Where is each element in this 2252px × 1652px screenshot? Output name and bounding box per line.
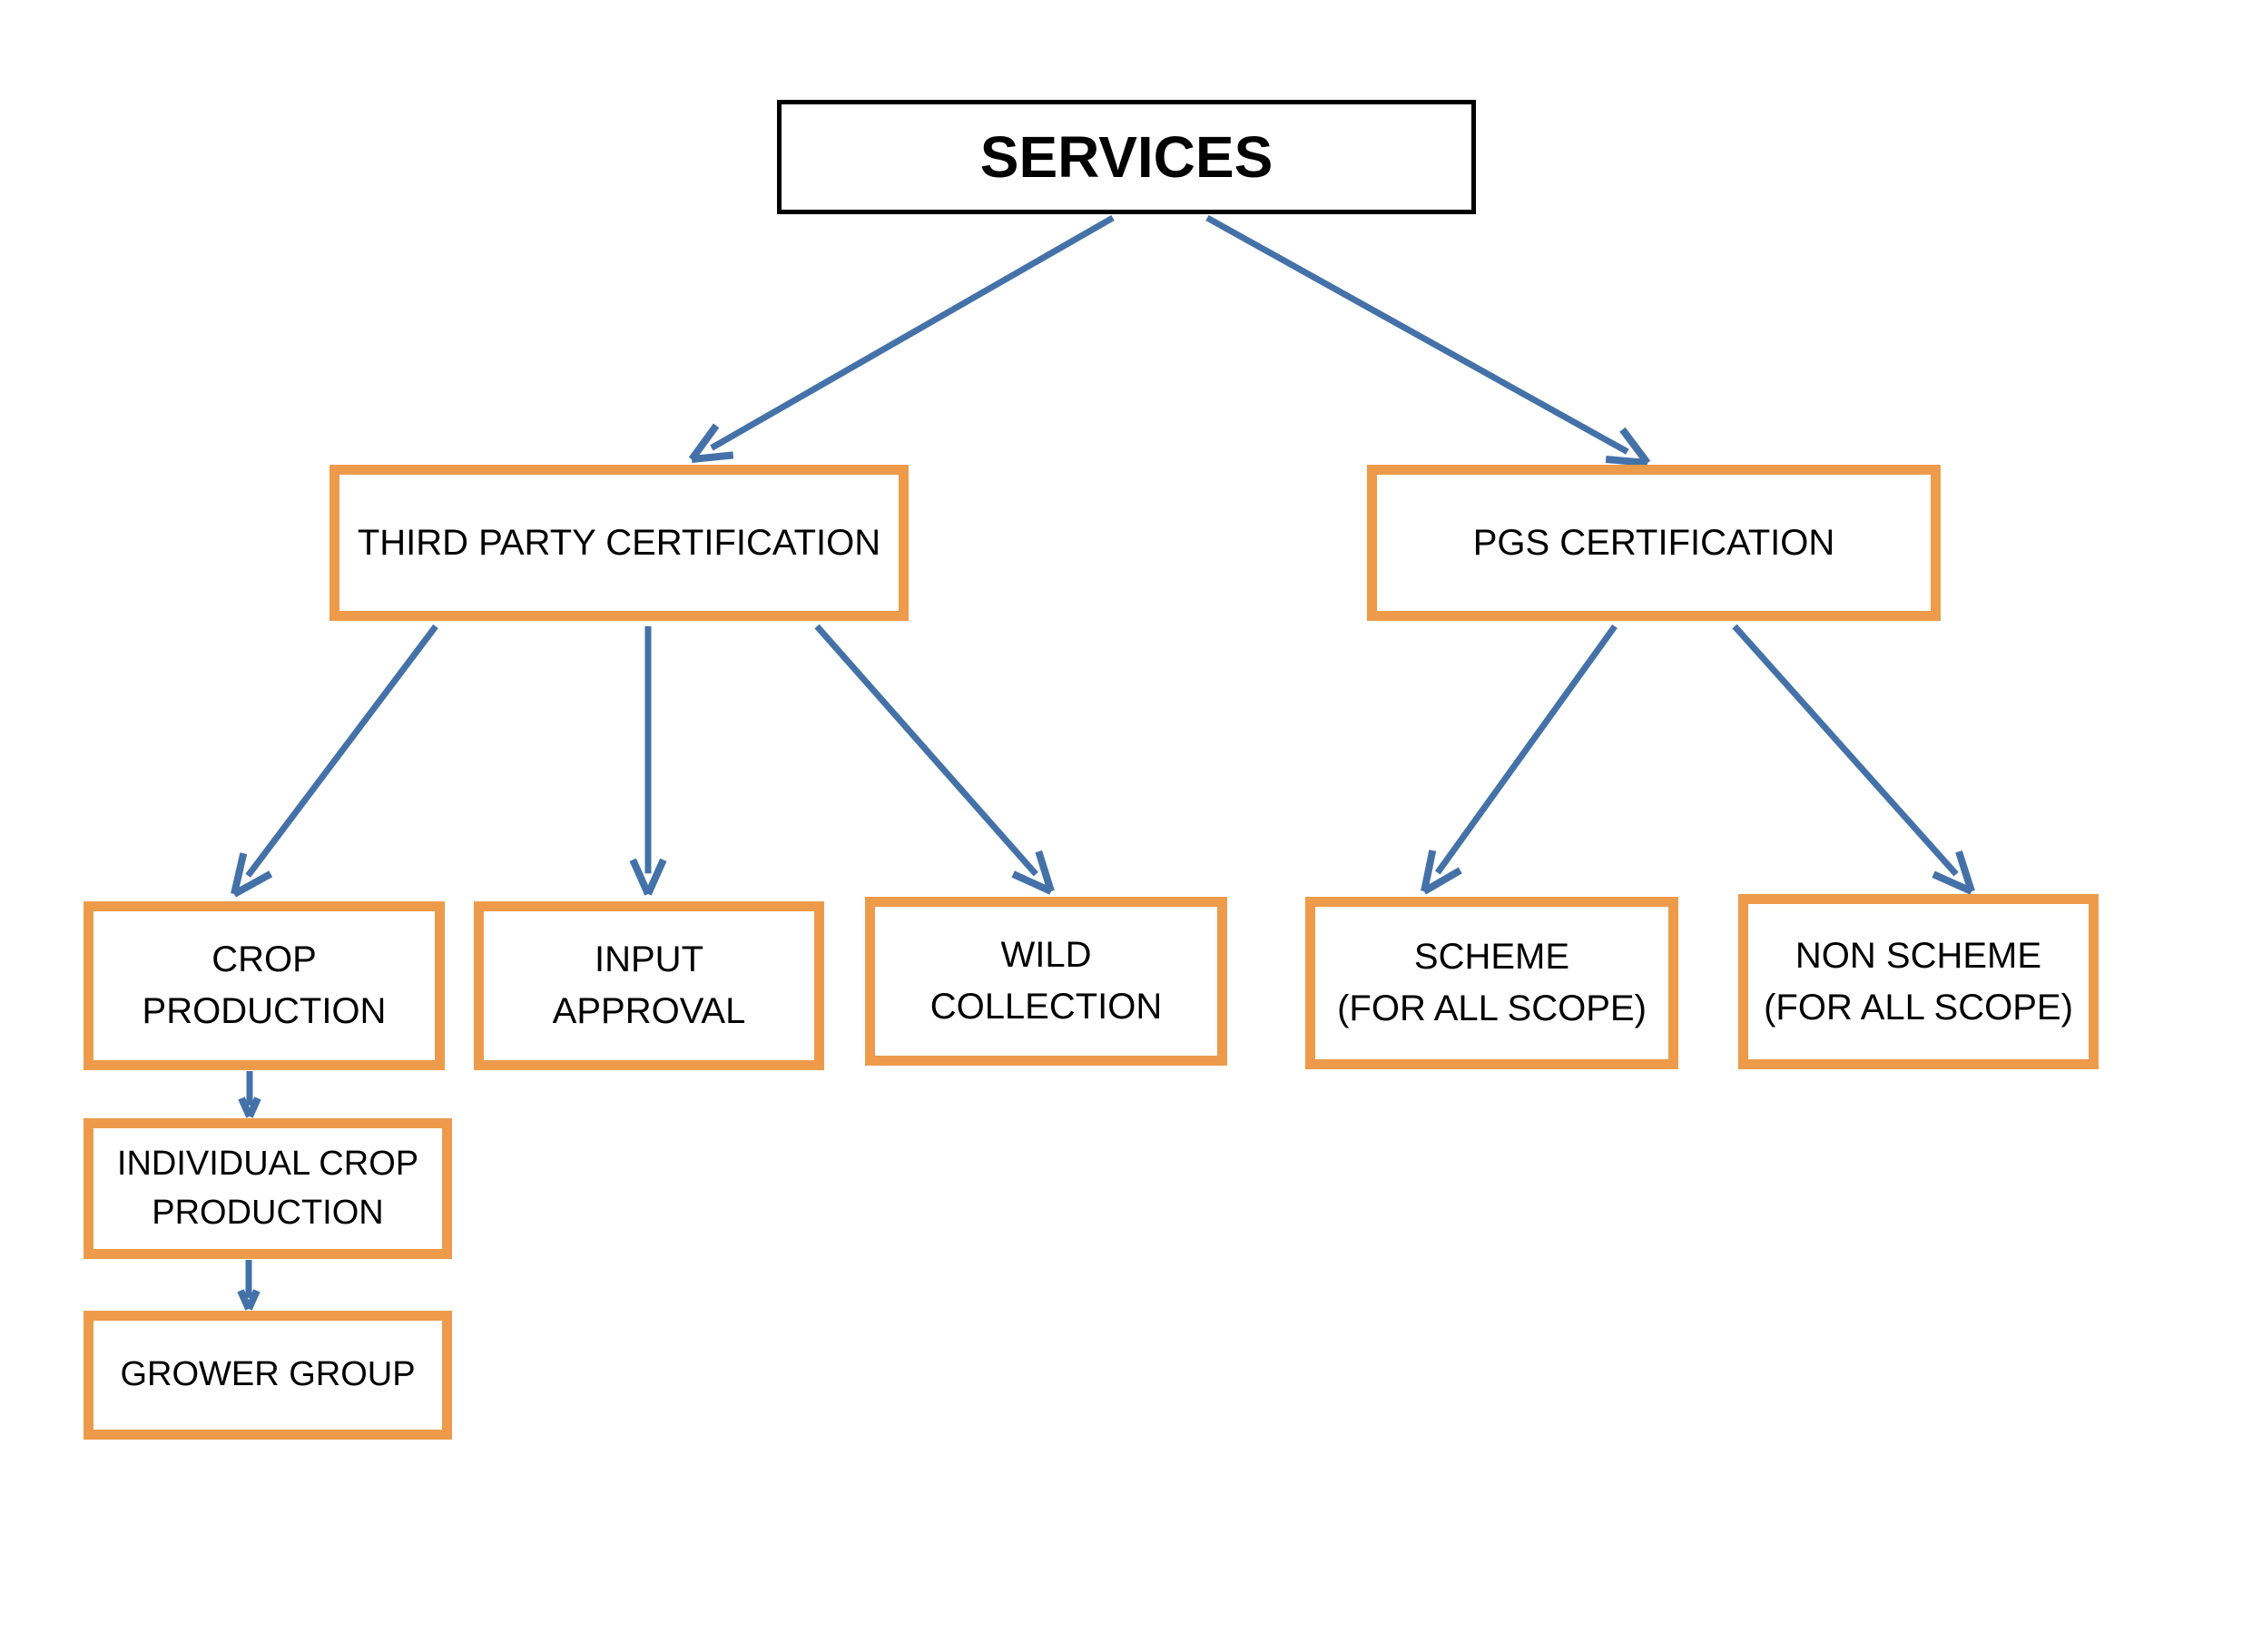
- node-scheme: SCHEME (FOR ALL SCOPE): [1305, 897, 1678, 1069]
- arrow-services-to-pgs: [1205, 214, 1651, 467]
- node-pgs-certification: PGS CERTIFICATION: [1367, 465, 1941, 621]
- node-label: INDIVIDUAL CROP: [116, 1144, 419, 1183]
- node-label: WILD: [1000, 935, 1092, 976]
- node-crop-production: CROP PRODUCTION: [84, 901, 445, 1070]
- node-label: APPROVAL: [552, 991, 746, 1031]
- node-label: PGS CERTIFICATION: [1472, 522, 1835, 563]
- arrow-crop-production-to-individual: [238, 1071, 261, 1118]
- node-label: SCHEME: [1413, 937, 1570, 978]
- node-label: PRODUCTION: [152, 1193, 384, 1232]
- arrow-third-party-to-input-approval: [629, 626, 667, 896]
- arrow-third-party-to-crop-production: [231, 624, 438, 898]
- node-grower-group: GROWER GROUP: [84, 1311, 452, 1440]
- node-label: INPUT: [595, 939, 703, 980]
- arrow-services-to-third-party: [688, 214, 1115, 463]
- node-wild-collection: WILD COLLECTION: [865, 897, 1227, 1066]
- node-input-approval: INPUT APPROVAL: [474, 901, 824, 1070]
- arrow-third-party-to-wild-collection: [814, 624, 1055, 895]
- arrow-pgs-to-scheme: [1421, 624, 1618, 895]
- node-label: CROP: [211, 939, 317, 980]
- node-label: COLLECTION: [929, 987, 1163, 1027]
- node-individual-crop-production: INDIVIDUAL CROP PRODUCTION: [84, 1118, 452, 1259]
- node-services: SERVICES: [777, 100, 1476, 214]
- node-label: (FOR ALL SCOPE): [1764, 987, 2073, 1028]
- node-label: THIRD PARTY CERTIFICATION: [357, 522, 881, 563]
- node-label: NON SCHEME: [1795, 935, 2042, 976]
- node-label: (FOR ALL SCOPE): [1337, 988, 1647, 1028]
- node-non-scheme: NON SCHEME (FOR ALL SCOPE): [1738, 894, 2099, 1069]
- node-label: PRODUCTION: [142, 991, 387, 1031]
- arrow-individual-to-grower-group: [237, 1260, 261, 1311]
- node-label: SERVICES: [979, 123, 1274, 190]
- node-label: GROWER GROUP: [120, 1355, 416, 1394]
- arrow-pgs-to-non-scheme: [1732, 624, 1975, 895]
- node-third-party-certification: THIRD PARTY CERTIFICATION: [329, 465, 909, 621]
